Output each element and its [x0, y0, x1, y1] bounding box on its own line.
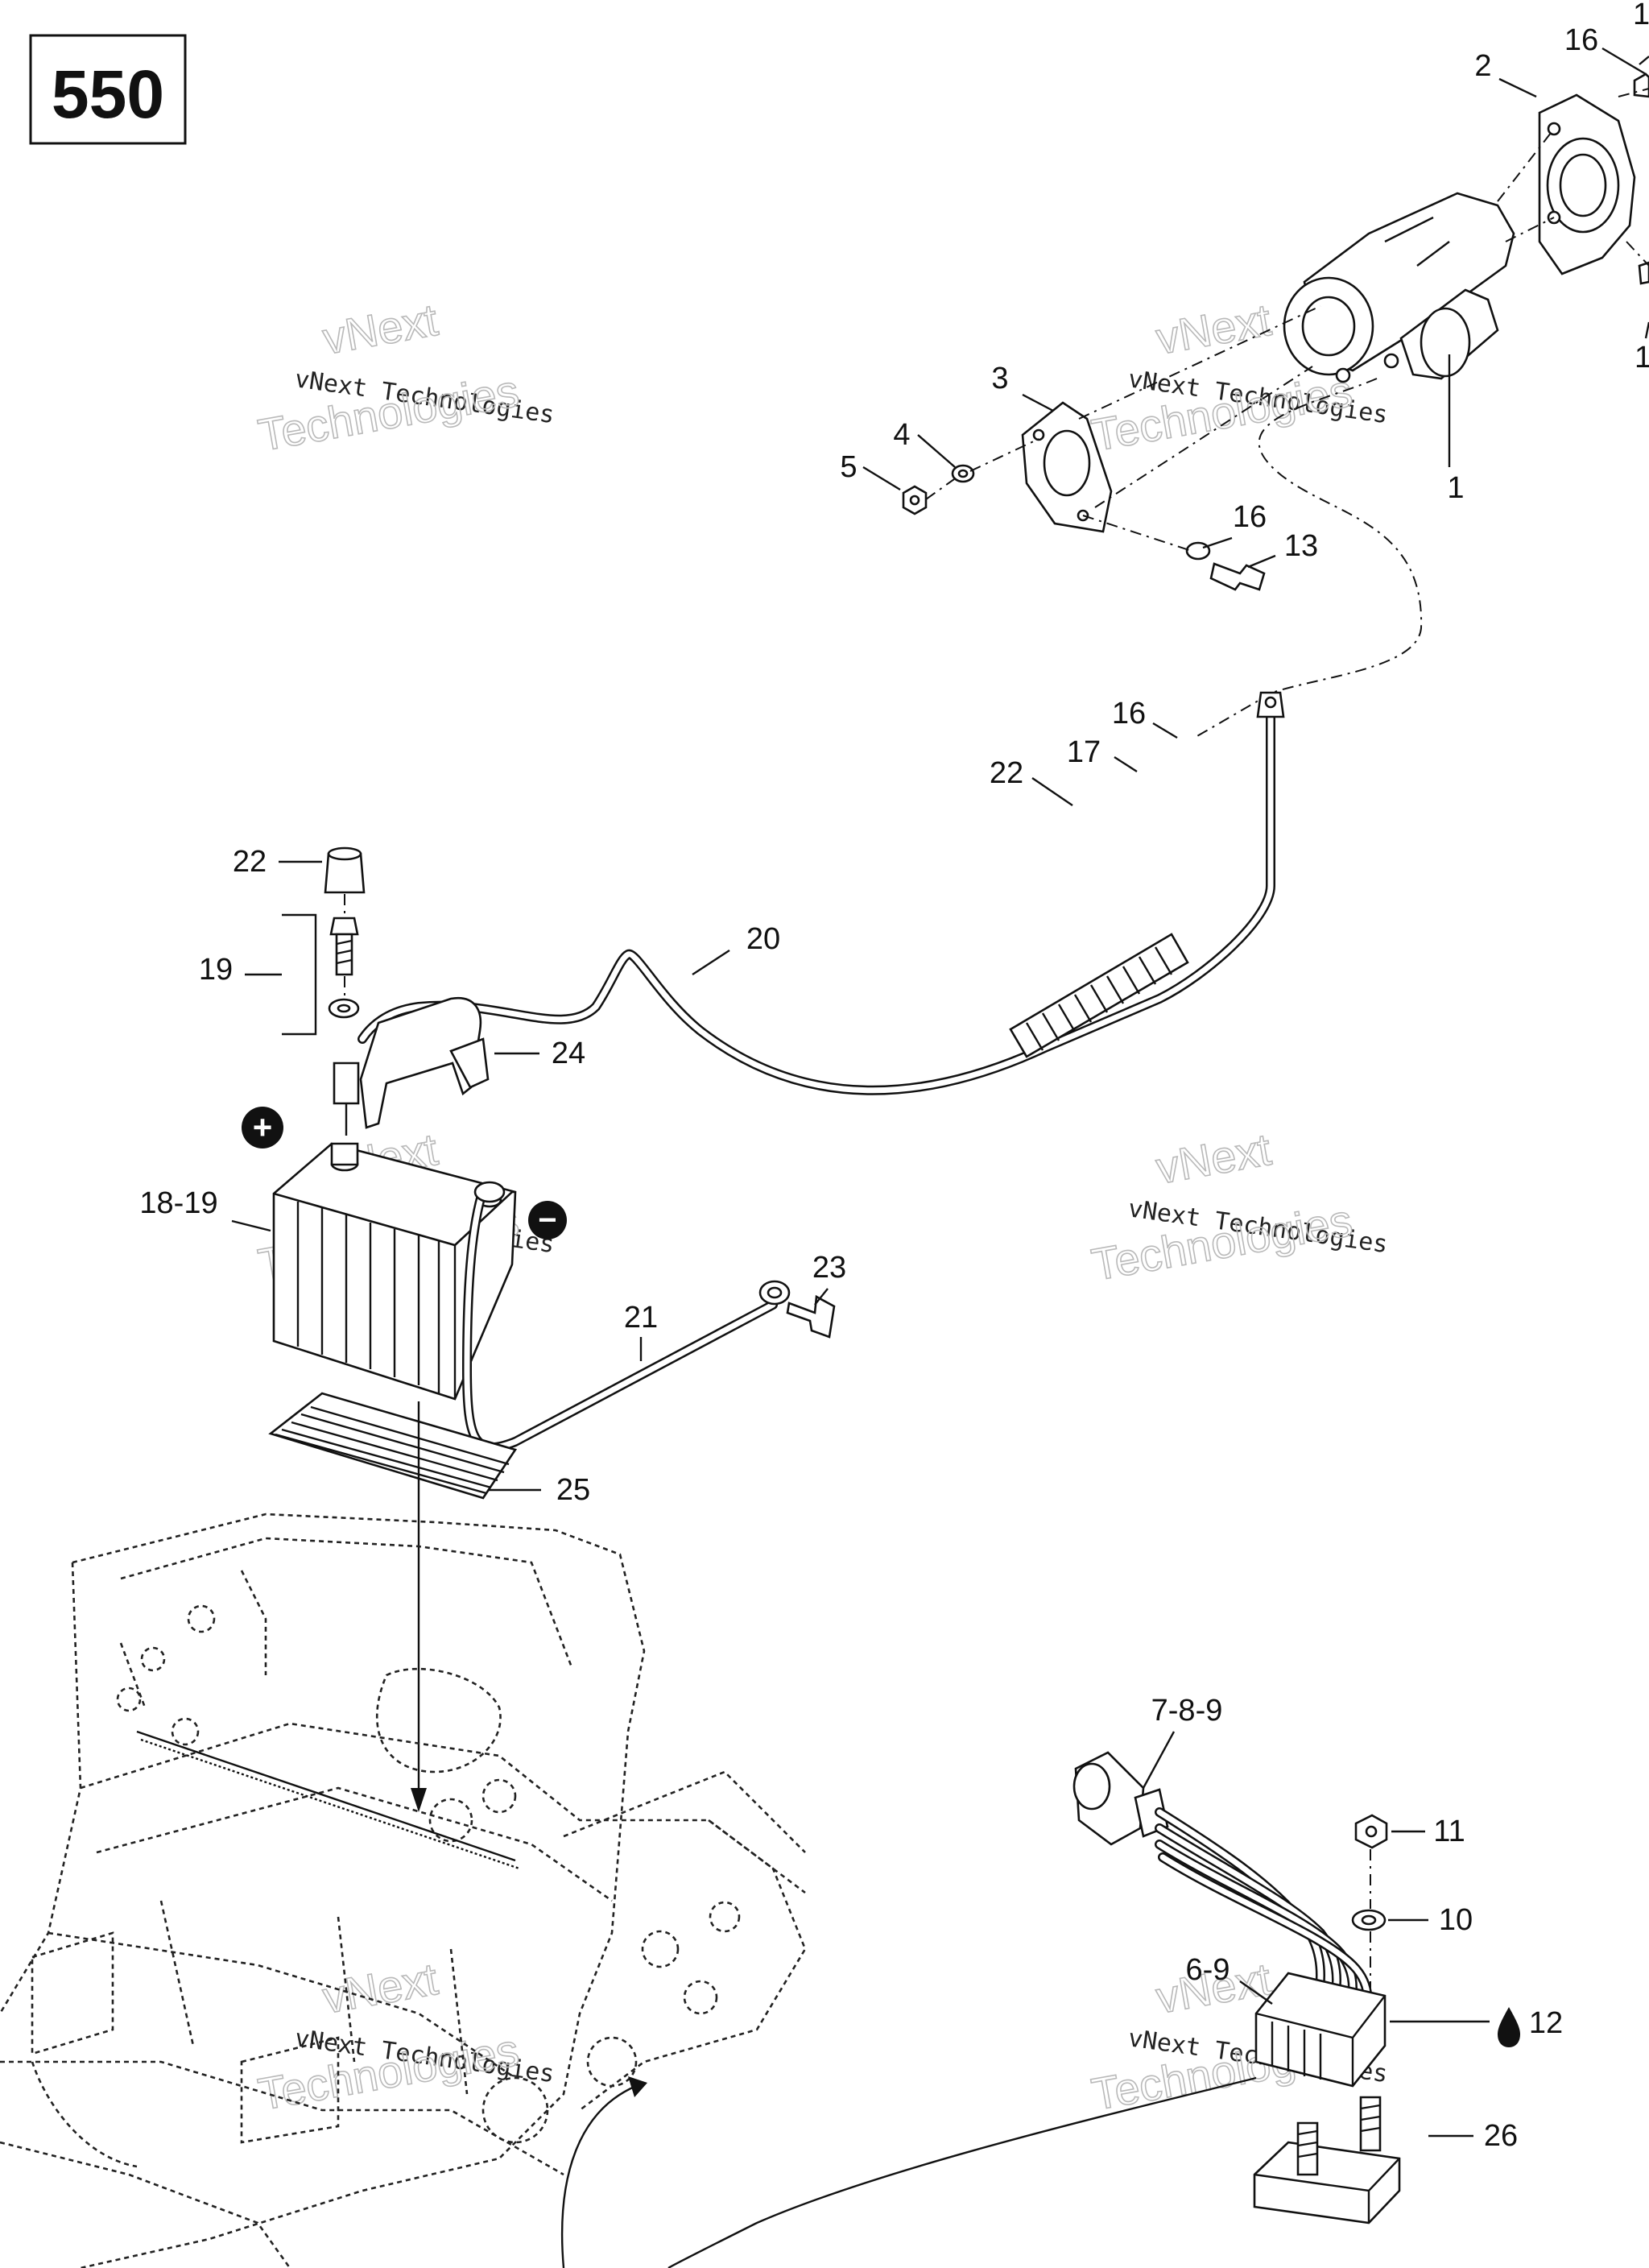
- frame-rail: [136, 1730, 516, 1862]
- battery-18: [272, 1142, 517, 1401]
- callout-6-9: 6-9: [1186, 1953, 1230, 1987]
- bolt-23: [786, 1294, 836, 1339]
- callout-7-8-9: 7-8-9: [1151, 1694, 1223, 1728]
- callout-26: 26: [1484, 2119, 1518, 2153]
- post-cap-22-top: [324, 846, 366, 894]
- positive-cable-20: [357, 691, 1285, 1095]
- model-number: 550: [52, 56, 164, 132]
- starter-motor-1: [1283, 192, 1515, 383]
- leader-lines: [231, 47, 1649, 2138]
- callout-4: 4: [893, 418, 910, 452]
- align-line-8: [1618, 88, 1649, 97]
- svg-text:vNext: vNext: [319, 1953, 441, 2023]
- bracket-19: [245, 913, 317, 1036]
- callout-23: 23: [812, 1251, 846, 1285]
- svg-text:vNext: vNext: [319, 294, 441, 364]
- nut-5: [902, 485, 928, 515]
- svg-text:+: +: [253, 1108, 273, 1146]
- washer-10: [1351, 1909, 1387, 1931]
- negative-terminal-icon: −: [528, 1201, 567, 1240]
- callout-22-cable: 22: [990, 756, 1023, 790]
- align-line-3: [1497, 128, 1555, 202]
- bolt-19: [329, 917, 359, 976]
- align-line-4: [1505, 217, 1555, 242]
- install-route-line: [667, 2076, 1257, 2268]
- align-line-1: [1078, 305, 1321, 420]
- model-number-box: 550: [29, 34, 187, 145]
- callout-25: 25: [556, 1473, 590, 1507]
- starter-bracket-3: [1021, 401, 1113, 533]
- align-line-2: [1094, 366, 1313, 508]
- chassis-frame: [0, 1513, 807, 2268]
- callout-16-top: 16: [1564, 23, 1598, 57]
- callout-18-19: 18-19: [139, 1186, 217, 1220]
- callout-5: 5: [840, 450, 857, 484]
- watermark-5: vNext vNext Technologies Technologies: [254, 1952, 556, 2121]
- callout-12: 12: [1529, 2006, 1563, 2040]
- regulator-6-9: [1254, 1972, 1387, 2088]
- callout-15: 15: [1633, 0, 1649, 31]
- bolt-13: [1209, 562, 1266, 591]
- install-arrow-head: [411, 1788, 427, 1812]
- callout-11: 11: [1433, 1815, 1465, 1848]
- svg-text:vNext: vNext: [1152, 294, 1275, 364]
- base-plate-26: [1253, 2096, 1401, 2225]
- callout-16-right: 16: [1635, 341, 1649, 375]
- callout-21: 21: [624, 1301, 658, 1335]
- watermark-4: vNext vNext Technologies Technologies: [1087, 1123, 1389, 1291]
- callout-24: 24: [552, 1037, 585, 1070]
- callout-13: 13: [1284, 529, 1318, 563]
- battery-pad-25: [268, 1392, 518, 1500]
- washer-16-bolt: [1185, 541, 1211, 561]
- callout-3: 3: [991, 362, 1008, 395]
- callout-1: 1: [1447, 471, 1464, 505]
- washer-19: [328, 998, 360, 1019]
- callout-2: 2: [1474, 49, 1491, 83]
- install-route-arrow-head: [628, 2076, 647, 2097]
- svg-text:−: −: [538, 1202, 556, 1238]
- align-line-6: [925, 478, 955, 500]
- starter-top-hardware: [1633, 72, 1649, 285]
- install-route-arrow: [560, 2084, 637, 2268]
- cable-end-24: [333, 996, 490, 1136]
- watermark-1: vNext vNext Technologies Technologies: [254, 293, 556, 461]
- connector-7-8-9: [1072, 1751, 1169, 1846]
- positive-terminal-icon: +: [242, 1107, 283, 1148]
- align-line-7: [1082, 515, 1192, 552]
- callout-17: 17: [1067, 735, 1101, 769]
- callout-19: 19: [199, 953, 233, 987]
- nut-11: [1354, 1814, 1388, 1849]
- starter-bracket-2: [1538, 93, 1636, 275]
- callout-20: 20: [746, 922, 780, 956]
- callout-16-bolt: 16: [1233, 500, 1267, 534]
- lubricant-drop-icon: [1498, 2007, 1520, 2047]
- washer-4: [951, 464, 975, 483]
- align-line-10: [1195, 692, 1273, 738]
- frame-rail-teeth: [140, 1738, 520, 1870]
- callout-16-cable: 16: [1112, 697, 1146, 730]
- align-line-9: [1626, 241, 1649, 267]
- callout-22-battery: 22: [233, 845, 267, 879]
- callout-10: 10: [1439, 1903, 1473, 1937]
- svg-text:vNext: vNext: [1152, 1124, 1275, 1194]
